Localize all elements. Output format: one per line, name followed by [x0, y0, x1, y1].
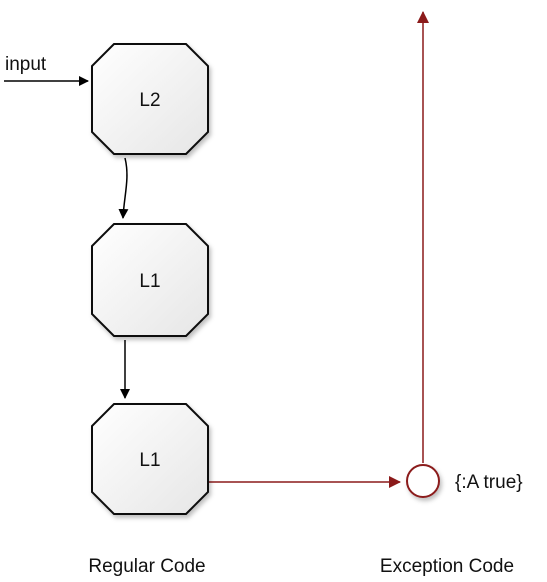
exception-node — [406, 464, 440, 498]
node-label: L2 — [139, 90, 160, 111]
node-l1-second: L1 — [91, 403, 209, 515]
octagon-shape — [91, 403, 209, 515]
exception-circle — [406, 464, 440, 498]
node-l1-first: L1 — [91, 223, 209, 337]
input-label: input — [5, 54, 47, 75]
octagon-shape — [91, 43, 209, 155]
exception-node-label: {:A true} — [455, 472, 523, 493]
node-label: L1 — [139, 271, 160, 292]
regular-code-label: Regular Code — [88, 556, 205, 577]
node-label: L1 — [139, 450, 160, 471]
edge-l2-to-l1 — [118, 157, 129, 219]
exception-code-label: Exception Code — [380, 556, 514, 577]
octagon-shape — [91, 223, 209, 337]
node-l2: L2 — [91, 43, 209, 155]
